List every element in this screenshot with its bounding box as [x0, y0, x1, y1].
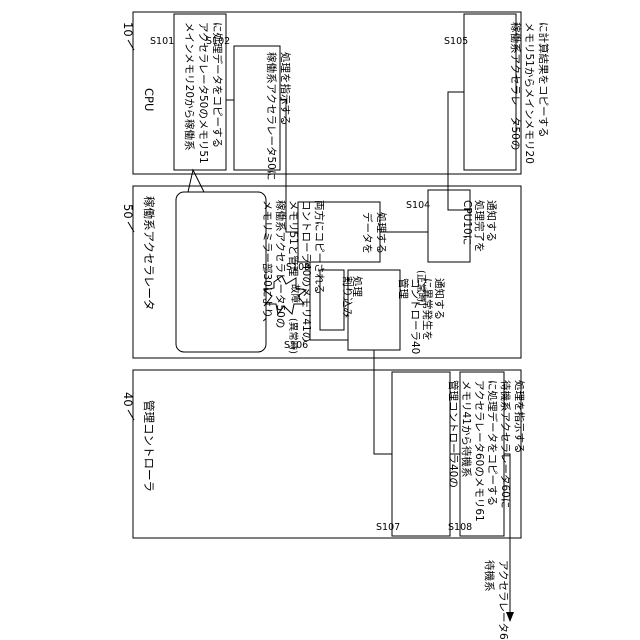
abnormal-label: (異常時) — [287, 318, 299, 354]
lane-label-cpu: CPU — [142, 88, 156, 111]
step-box-s107 — [392, 372, 450, 536]
step-id-s107: S107 — [376, 522, 400, 533]
standby-accelerator-label: 待機系アクセラレータ60 — [483, 560, 509, 640]
step-text-s101: メインメモリ20から稼働系アクセラレータ50のメモリ51に処理データをコピーする — [183, 22, 224, 164]
lane-label-controller: 管理コントローラ — [142, 400, 156, 492]
step-box-s105 — [464, 14, 516, 170]
fault-label: 故障 — [289, 284, 301, 304]
step-id-s104: S104 — [406, 200, 430, 211]
mirror-note — [176, 192, 266, 352]
step-id-s105: S105 — [444, 36, 468, 47]
step-id-s101: S101 — [150, 36, 174, 47]
lane-ref-controller: 40 — [121, 392, 135, 407]
lane-label-accelerator: 稼働系アクセラレータ — [142, 196, 156, 310]
step-text-s105: 稼働系アクセラレータ50のメモリ51からメインメモリ20に計算結果をコピーする — [509, 22, 550, 164]
lane-ref-cpu: 10 — [121, 22, 135, 37]
lane-ref-accelerator: 50 — [121, 204, 135, 219]
normal-label: (正常時) — [415, 270, 427, 306]
step-id-s108: S108 — [448, 522, 472, 533]
